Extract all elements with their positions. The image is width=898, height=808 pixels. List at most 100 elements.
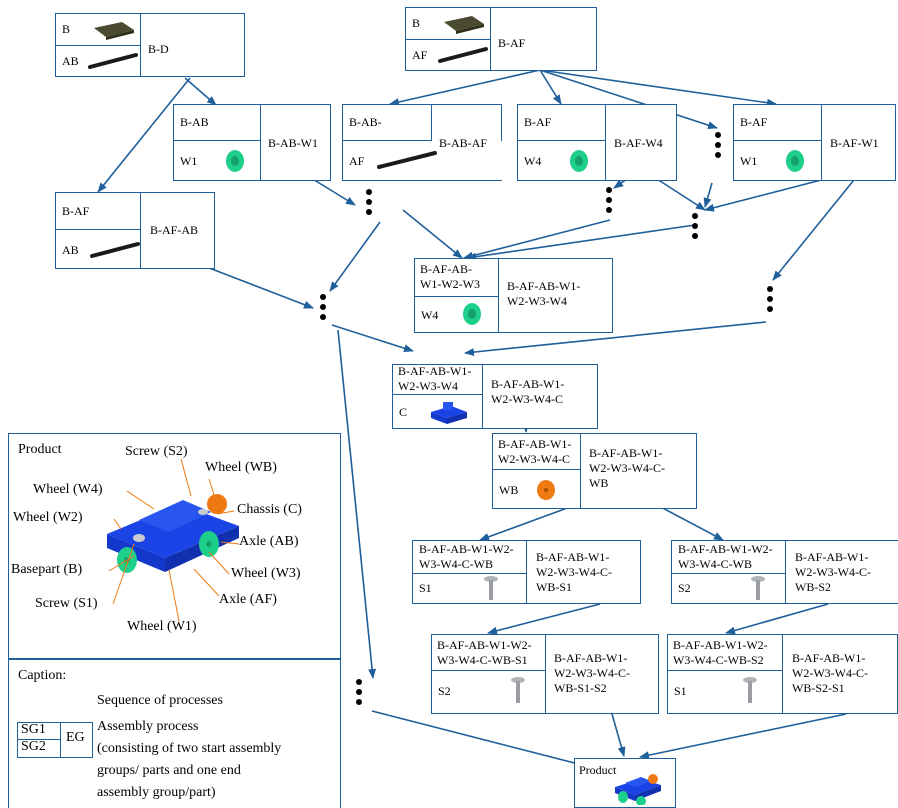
ellipsis-dots [691, 213, 699, 243]
start-group-cell: B-AF-AB- W1-W2-W3 [415, 259, 499, 297]
start-group-cell: B-AF [56, 193, 141, 230]
process-node-s2: B-AF-AB-W1-W2- W3-W4-C-WB S2 B-AF-AB-W1-… [671, 540, 898, 604]
legend-caption-panel: Caption: Sequence of processes SG1 SG2 E… [8, 659, 341, 808]
process-node-wb: B-AF-AB-W1- W2-W3-W4-C WB B-AF-AB-W1- W2… [492, 433, 697, 509]
legend-product-panel: Product [8, 433, 341, 659]
start-group-cell: B-AF-AB-W1-W2- W3-W4-C-WB [672, 541, 786, 574]
caption-title: Caption: [18, 668, 67, 683]
start-part-s1-cell: S1 [668, 671, 783, 713]
start-part-label: AB [62, 54, 79, 68]
end-group-label: B-D [148, 42, 169, 56]
end-group-label: B-AF-AB-W1- W2-W3-W4-C- WB-S2 [795, 550, 871, 594]
orange-wheel-icon [537, 480, 555, 500]
start-group-cell: B-AF-AB-W1-W2- W3-W4-C-WB-S1 [432, 635, 546, 671]
start-part-c-cell: C [393, 395, 483, 428]
start-group-label: B-AF-AB-W1-W2- W3-W4-C-WB-S1 [437, 638, 532, 667]
start-part-label: S1 [419, 581, 432, 595]
end-group-label: B-AF-AB-W1- W2-W3-W4 [507, 279, 581, 308]
blue-chassis-icon [431, 402, 467, 424]
label-wheel-w1: Wheel (W1) [127, 619, 197, 634]
screw-icon [511, 677, 525, 703]
ellipsis-dots [766, 286, 774, 316]
start-group-cell: B-AF [518, 105, 606, 141]
start-part-s2-cell: S2 [672, 574, 786, 603]
start-group-label: B-AF [62, 204, 90, 218]
ellipsis-dots [714, 132, 722, 162]
process-node-s2-s1: B-AF-AB-W1-W2- W3-W4-C-WB-S2 S1 B-AF-AB-… [667, 634, 898, 714]
start-part-label: AB [62, 243, 79, 257]
axle-rod-icon [88, 53, 138, 69]
symbol-sg2-label: SG2 [21, 739, 46, 754]
symbol-sg1-label: SG1 [21, 722, 46, 737]
start-part-label: B [62, 22, 71, 36]
process-node-s1-s2: B-AF-AB-W1-W2- W3-W4-C-WB-S1 S2 B-AF-AB-… [431, 634, 659, 714]
process-node-s1: B-AF-AB-W1-W2- W3-W4-C-WB S1 B-AF-AB-W1-… [412, 540, 641, 604]
start-part-b-cell: B [56, 14, 141, 46]
end-group-label: B-AF [498, 36, 526, 50]
label-wheel-w4: Wheel (W4) [33, 482, 103, 497]
end-group-label: B-AF-AB-W1- W2-W3-W4-C [491, 377, 565, 406]
arrow-dots-to-w4-a [463, 219, 611, 260]
start-group-label: B-AF-AB-W1- W2-W3-W4 [398, 364, 472, 393]
basepart-plate-icon [444, 16, 484, 34]
green-wheel-icon [226, 150, 244, 172]
legend-product-title: Product [18, 442, 62, 457]
label-basepart-b: Basepart (B) [11, 562, 83, 577]
arrow-bd-to-babw1 [184, 77, 217, 106]
end-group-label: B-AF-AB-W1- W2-W3-W4-C- WB-S2-S1 [792, 651, 868, 695]
legend-leader-lines [108, 458, 240, 622]
start-group-cell: B-AF-AB-W1- W2-W3-W4 [393, 364, 483, 395]
end-group-label: B-AF-AB-W1- W2-W3-W4-C- WB-S1-S2 [554, 651, 630, 695]
process-node-b-af-w4: B-AF W4 B-AF-W4 [517, 104, 677, 181]
start-part-af-cell: AF [406, 40, 491, 70]
label-axle-ab: Axle (AB) [239, 534, 299, 549]
start-part-w1-cell: W1 [174, 141, 261, 180]
label-wheel-w2: Wheel (W2) [13, 510, 83, 525]
start-group-label: B-AF-AB-W1-W2- W3-W4-C-WB-S2 [673, 638, 768, 667]
start-part-label: C [399, 405, 408, 419]
screw-icon [751, 576, 765, 600]
product-label: Product [579, 763, 617, 777]
label-screw-s1: Screw (S1) [35, 596, 98, 611]
basepart-plate-icon [94, 22, 134, 40]
label-axle-af: Axle (AF) [219, 592, 277, 607]
caption-arrow-description: Sequence of processes [97, 693, 223, 708]
label-wheel-wb: Wheel (WB) [205, 460, 277, 475]
product-node: Product [574, 758, 676, 808]
screw-icon [743, 677, 757, 703]
start-part-label: AF [349, 154, 365, 168]
start-part-ab-cell: AB [56, 230, 141, 268]
start-group-label: B-AF-AB-W1-W2- W3-W4-C-WB [419, 542, 514, 571]
arrow-s2-to-s2s1 [725, 603, 829, 635]
start-part-wb-cell: WB [493, 470, 581, 508]
arrow-dots-to-w4-b [466, 224, 696, 261]
start-group-cell: B-AF-AB-W1-W2- W3-W4-C-WB-S2 [668, 635, 783, 671]
start-group-cell: B-AF [734, 105, 822, 141]
start-part-w4-cell: W4 [518, 141, 606, 180]
arrow-s2s1-to-product [639, 713, 847, 760]
start-group-label: B-AB- [349, 115, 382, 129]
process-node-b-af-ab: B-AF AB B-AF-AB [55, 192, 215, 269]
process-node-b-ab-af: B-AB- AF B-AB-AF [342, 104, 503, 181]
start-part-ab-cell: AB [56, 46, 141, 76]
start-group-label: B-AF-AB- W1-W2-W3 [420, 262, 480, 291]
label-screw-s2: Screw (S2) [125, 444, 188, 459]
start-group-label: B-AF-AB-W1- W2-W3-W4-C [498, 437, 572, 466]
axle-rod-icon [90, 242, 140, 258]
start-part-label: W1 [180, 154, 198, 168]
symbol-start-cells: SG1 SG2 [18, 722, 61, 757]
screw-icon [484, 576, 498, 600]
start-part-label: S1 [674, 684, 687, 698]
start-part-w4-cell: W4 [415, 297, 499, 332]
end-group-label: B-AB-AF [439, 136, 488, 150]
process-node-c: B-AF-AB-W1- W2-W3-W4 C B-AF-AB-W1- W2-W3… [392, 364, 598, 429]
start-group-cell: B-AB [174, 105, 261, 141]
toy-car-icon [615, 774, 661, 805]
toy-car-icon [107, 494, 239, 573]
green-wheel-icon [570, 150, 588, 172]
arrow-bafw1-to-dots-right [772, 169, 863, 281]
axle-rod-icon [438, 47, 488, 63]
arrow-bd-to-bafab [97, 77, 191, 193]
arrow-dots-to-bottom-dots [337, 329, 377, 679]
